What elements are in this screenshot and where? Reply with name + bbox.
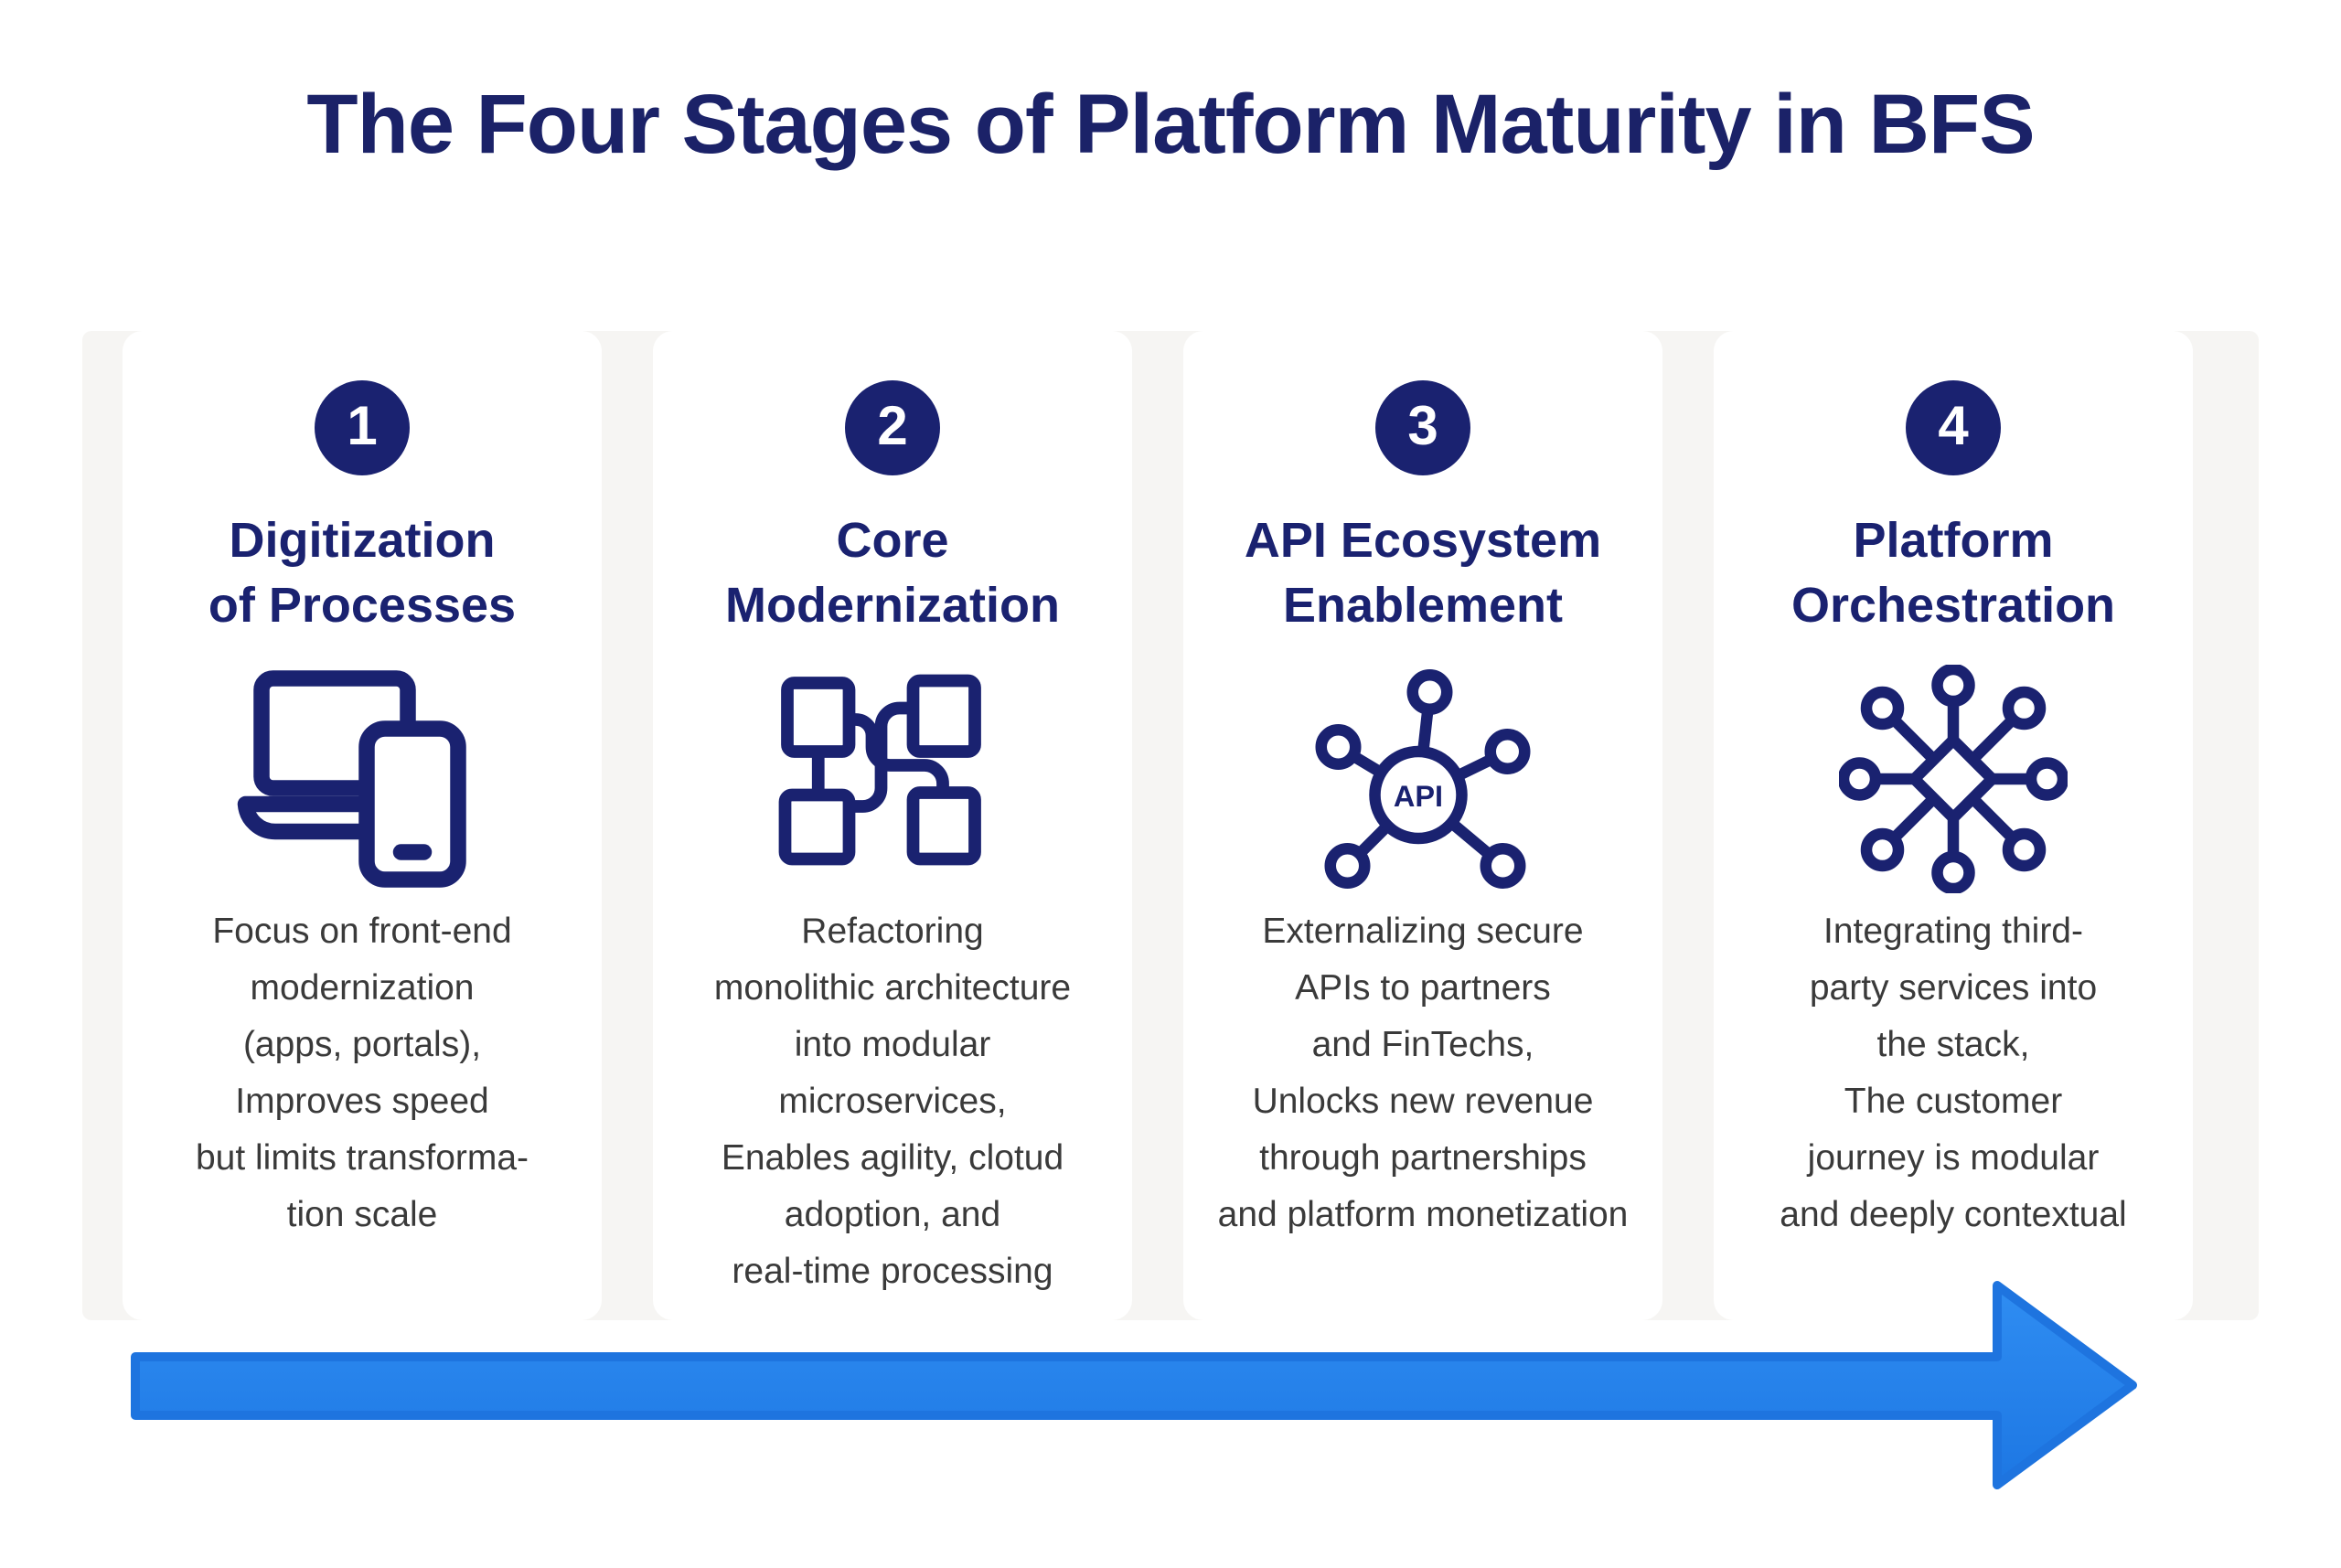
stage-icon-wrap: API: [1183, 664, 1662, 894]
stage-icon-wrap: [123, 664, 602, 894]
stage-card: 3 API Ecosystem Enablement API: [1183, 331, 1662, 1320]
stage-icon-wrap: [1714, 664, 2193, 894]
stage-number: 2: [877, 395, 908, 456]
right-arrow-shape: [131, 1281, 2137, 1489]
stage-title: API Ecosystem Enablement: [1244, 513, 1602, 634]
stage-number-badge: 1: [315, 380, 410, 475]
stage-number: 3: [1407, 395, 1438, 456]
stage-number: 4: [1938, 395, 1969, 456]
stage-number-badge: 3: [1375, 380, 1470, 475]
stage-icon-wrap: [653, 664, 1132, 894]
stage-number-badge: 4: [1906, 380, 2001, 475]
stage-description: Refactoring monolithic architecture into…: [713, 912, 1072, 1291]
stage-number: 1: [347, 395, 378, 456]
stage-card: 1 Digitization of Processes Focus on fro…: [123, 331, 602, 1320]
api-hub-label: API: [1394, 780, 1443, 813]
stage-description: Externalizing secure APIs to partners an…: [1217, 912, 1629, 1234]
api-hub-icon: API: [1315, 669, 1531, 889]
stage-card: 4 Platform Orchestration: [1714, 331, 2193, 1320]
laptop-phone-icon: [237, 670, 466, 888]
maturity-progress-arrow: [131, 1281, 2137, 1489]
stage-number-badge: 2: [845, 380, 940, 475]
microservices-icon: [778, 674, 981, 866]
page-title: The Four Stages of Platform Maturity in …: [306, 78, 2035, 171]
stage-card: 2 Core Modernization Refactoring monolit…: [653, 331, 1132, 1320]
network-orchestration-icon: [1839, 665, 2068, 893]
stage-title: Platform Orchestration: [1790, 513, 2116, 634]
stage-description: Focus on front-end modernization (apps, …: [195, 912, 529, 1234]
stages-row: 1 Digitization of Processes Focus on fro…: [123, 331, 2193, 1320]
stage-description: Integrating third- party services into t…: [1780, 912, 2127, 1234]
stage-title: Digitization of Processes: [208, 513, 517, 634]
stage-title: Core Modernization: [725, 513, 1060, 634]
